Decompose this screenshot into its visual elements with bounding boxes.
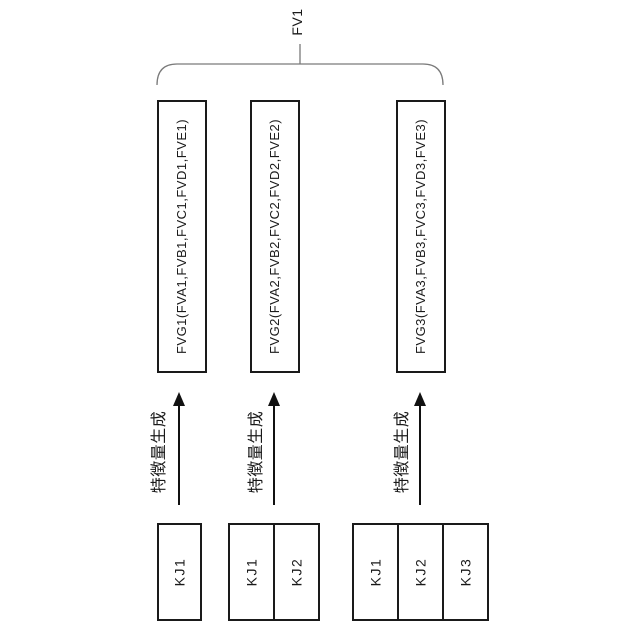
kj-cell-label: KJ1 <box>171 557 188 587</box>
up-arrow-line <box>273 404 275 505</box>
up-arrow-icon <box>414 392 426 406</box>
kj-cell-label: KJ3 <box>457 557 474 587</box>
process-label-1: 特徴量生成 <box>151 410 168 494</box>
kj-cell-label: KJ1 <box>243 557 260 587</box>
group-label-fv1: FV1 <box>289 8 305 36</box>
feature-vector-box-fvg2-label: FVG2(FVA2,FVB2,FVC2,FVD2,FVE2) <box>267 118 283 355</box>
feature-vector-box-fvg1: FVG1(FVA1,FVB1,FVC1,FVD1,FVE1) <box>157 100 207 373</box>
kj-cell-2-1: KJ1 <box>230 525 273 619</box>
kj-cell-2-2: KJ2 <box>273 525 318 619</box>
kj-cell-label: KJ1 <box>367 557 384 587</box>
kj-cell-label: KJ2 <box>288 557 305 587</box>
feature-vector-box-fvg3: FVG3(FVA3,FVB3,FVC3,FVD3,FVE3) <box>396 100 446 373</box>
input-group-1: KJ1 <box>157 523 202 621</box>
input-group-3: KJ1 KJ2 KJ3 <box>352 523 489 621</box>
kj-cell-3-2: KJ2 <box>397 525 442 619</box>
kj-cell-3-3: KJ3 <box>442 525 487 619</box>
feature-vector-box-fvg1-label: FVG1(FVA1,FVB1,FVC1,FVD1,FVE1) <box>174 118 190 355</box>
process-label-3: 特徴量生成 <box>394 410 411 494</box>
up-arrow-icon <box>173 392 185 406</box>
up-arrow-line <box>178 404 180 505</box>
feature-vector-box-fvg3-label: FVG3(FVA3,FVB3,FVC3,FVD3,FVE3) <box>413 118 429 355</box>
kj-cell-3-1: KJ1 <box>354 525 397 619</box>
feature-vector-box-fvg2: FVG2(FVA2,FVB2,FVC2,FVD2,FVE2) <box>250 100 300 373</box>
group-brace <box>156 63 444 86</box>
kj-cell-1-1: KJ1 <box>159 525 200 619</box>
up-arrow-line <box>419 404 421 505</box>
up-arrow-icon <box>268 392 280 406</box>
process-label-2: 特徴量生成 <box>248 410 265 494</box>
kj-cell-label: KJ2 <box>412 557 429 587</box>
input-group-2: KJ1 KJ2 <box>228 523 320 621</box>
